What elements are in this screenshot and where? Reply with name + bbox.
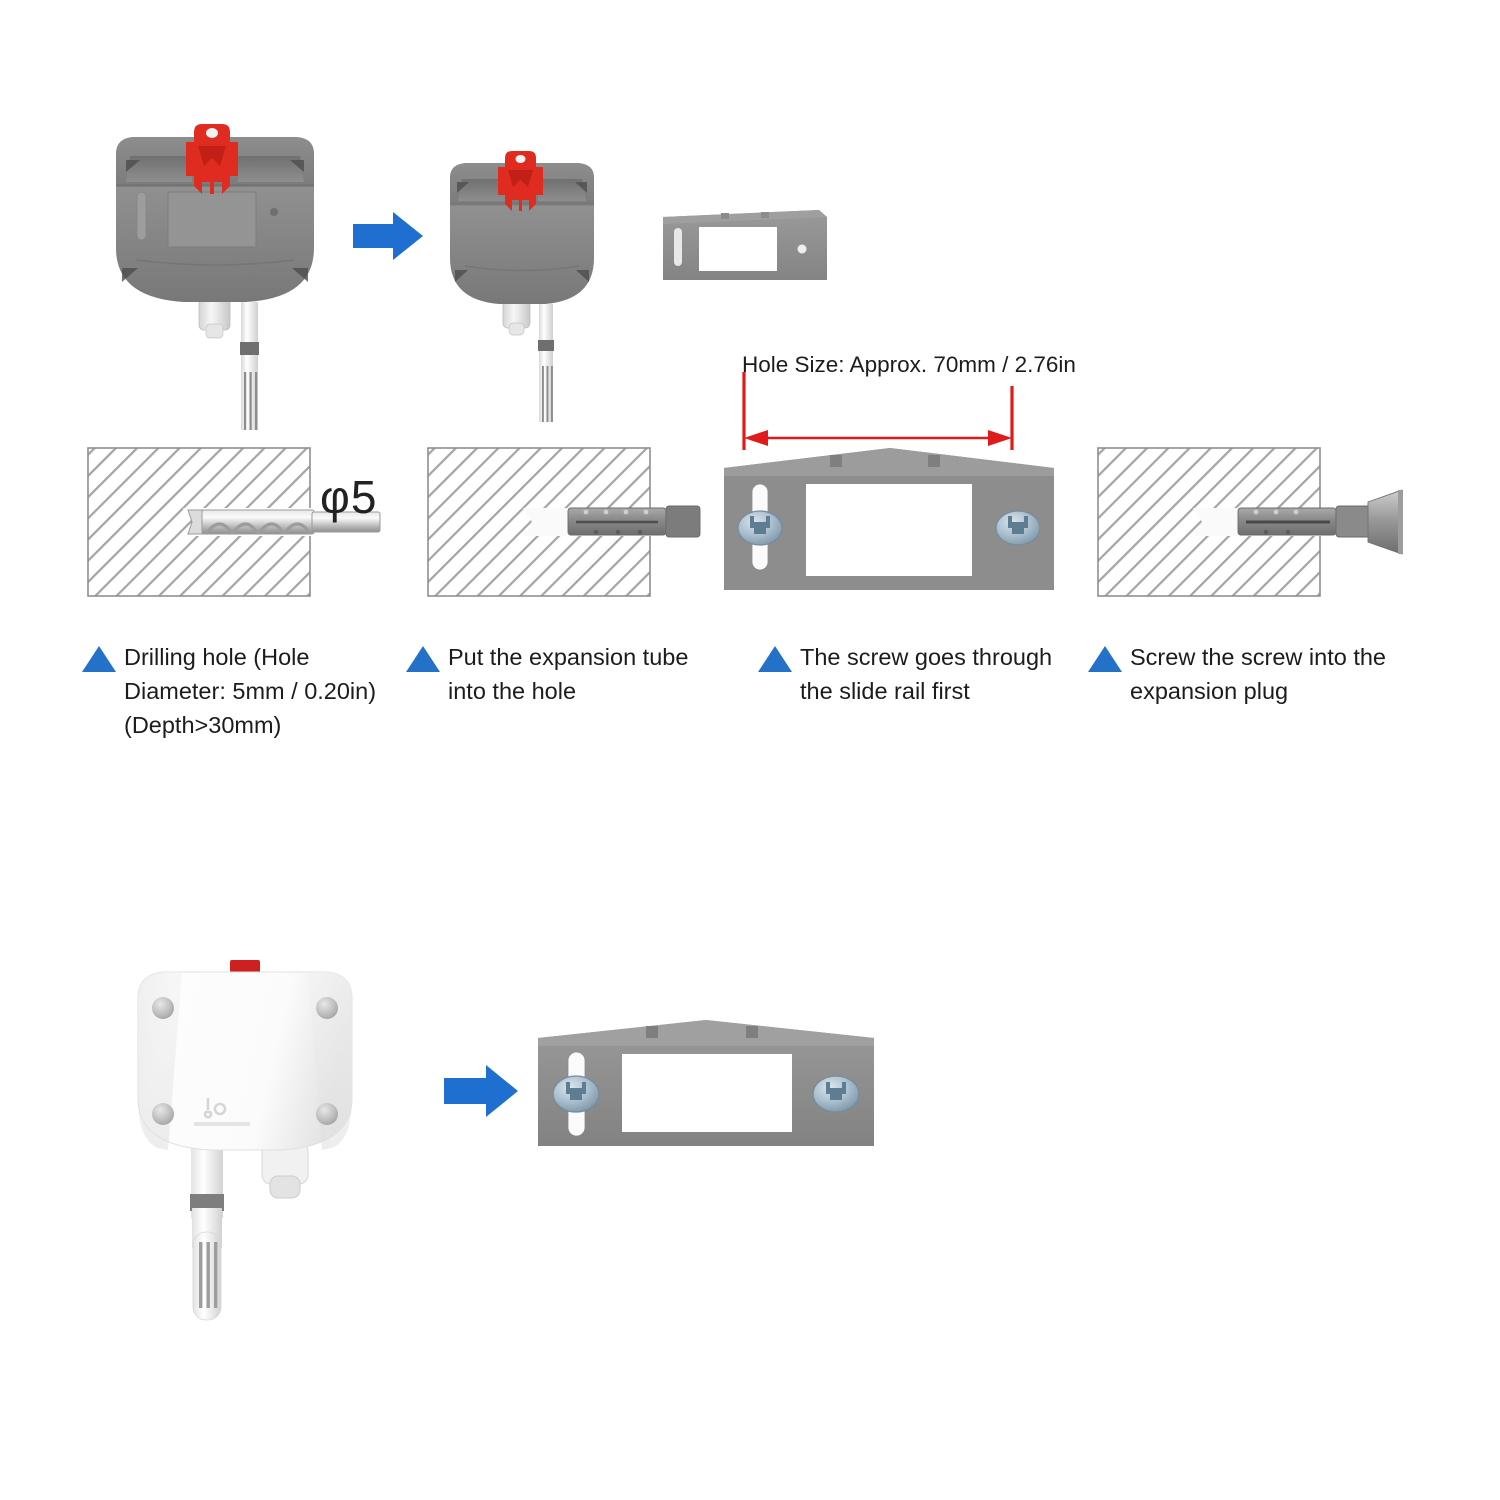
wall-expansion-tube-panel <box>427 447 701 597</box>
step-caption-4: Screw the screw into the expansion plug <box>1088 640 1398 708</box>
rail-channel-left <box>126 156 192 182</box>
expansion-tube <box>567 505 701 538</box>
transition-arrow-2 <box>444 1065 518 1117</box>
figure-middle-row <box>87 447 1403 597</box>
figure-bottom-row <box>137 960 874 1321</box>
corner-screw-top-right <box>316 997 338 1019</box>
corner-screw-top-left <box>152 997 174 1019</box>
mounted-screw-left <box>552 1075 600 1113</box>
sensor-back-clip-closed <box>450 151 594 422</box>
hole-size-label: Hole Size: Approx. 70mm / 2.76in <box>742 352 1076 377</box>
rail-channel-right <box>238 156 304 182</box>
step-caption-1: Drilling hole (Hole Diameter: 5mm / 0.20… <box>82 640 402 742</box>
mounted-screw-right <box>812 1075 860 1113</box>
figure-top-row <box>116 124 827 430</box>
screw-left <box>737 510 783 546</box>
step-caption-3: The screw goes through the slide rail fi… <box>758 640 1058 708</box>
cable-gland <box>198 297 231 339</box>
wall-drilling-panel <box>87 447 381 597</box>
blue-triangle-bullet-icon <box>82 646 116 672</box>
dimension-arrow-group <box>742 372 1014 450</box>
step-2-line-1: Put the expansion tube <box>448 644 689 670</box>
blue-triangle-bullet-icon <box>758 646 792 672</box>
sensor-back-clip-open <box>116 124 314 430</box>
slide-rail-screws-panel <box>724 448 1054 590</box>
expansion-plug-with-screw <box>1237 489 1403 555</box>
product-marking <box>194 1098 250 1126</box>
red-slide-clip <box>186 124 238 194</box>
sensor-front-white <box>137 960 353 1321</box>
sensor-probe-2 <box>538 304 554 422</box>
cable-gland-2 <box>502 299 531 336</box>
slide-rail-plain <box>663 210 827 280</box>
step-1-line-3: (Depth>30mm) <box>124 712 282 738</box>
step-1-line-2: Diameter: 5mm / 0.20in) <box>124 678 377 704</box>
step-caption-2: Put the expansion tube into the hole <box>406 640 706 708</box>
sensor-probe-white <box>190 1146 224 1321</box>
sensor-probe <box>240 302 259 430</box>
red-slide-clip-2 <box>498 151 543 211</box>
step-4-line-2: expansion plug <box>1130 678 1289 704</box>
step-1-line-1: Drilling hole (Hole <box>124 644 310 670</box>
step-3-line-1: The screw goes through <box>800 644 1053 670</box>
screw-right <box>995 510 1041 546</box>
step-2-line-2: into the hole <box>448 678 577 704</box>
drill-diameter-label: φ5 <box>320 471 378 523</box>
drill-bit <box>187 509 381 535</box>
blue-triangle-bullet-icon <box>1088 646 1122 672</box>
step-3-line-2: the slide rail first <box>800 678 970 704</box>
corner-screw-bottom-right <box>316 1103 338 1125</box>
blue-triangle-bullet-icon <box>406 646 440 672</box>
transition-arrow-1 <box>353 212 423 260</box>
corner-screw-bottom-left <box>152 1103 174 1125</box>
wall-screw-in-plug-panel <box>1097 447 1403 597</box>
step-4-line-1: Screw the screw into the <box>1130 644 1386 670</box>
slide-rail-mounted <box>538 1020 874 1146</box>
